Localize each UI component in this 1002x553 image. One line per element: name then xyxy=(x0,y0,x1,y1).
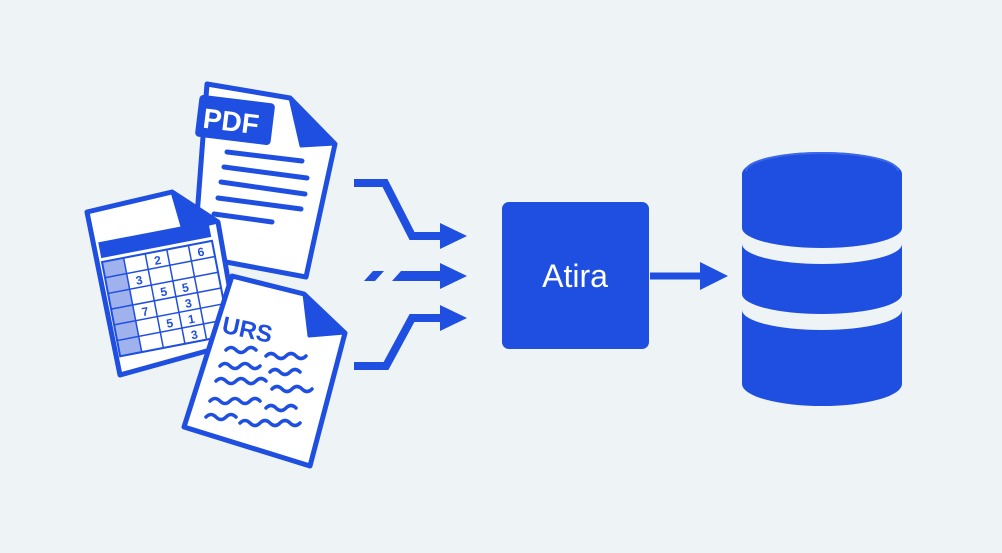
spreadsheet-document-icon: 2 6 3 5 5 7 3 5 1 3 xyxy=(84,189,242,378)
spreadsheet-cell: 7 xyxy=(141,304,151,319)
atira-hub-label: Atira xyxy=(542,258,608,294)
spreadsheet-header-row xyxy=(98,221,212,259)
pdf-document-icon: PDF xyxy=(191,81,338,280)
pdf-text-lines xyxy=(211,149,310,225)
spreadsheet-cell: 2 xyxy=(153,253,163,268)
arrow-from-spreadsheet xyxy=(364,263,467,289)
atira-hub-box: Atira xyxy=(502,202,649,349)
input-arrows xyxy=(354,179,467,370)
spreadsheet-cell: 1 xyxy=(187,312,197,327)
urs-document-icon: URS xyxy=(181,273,348,469)
arrow-from-urs xyxy=(354,305,467,370)
urs-handwriting-lines xyxy=(204,345,314,428)
database-top-segment xyxy=(742,152,902,248)
database-middle-segment xyxy=(742,244,902,314)
spreadsheet-cell: 3 xyxy=(190,327,200,342)
database-icon xyxy=(742,152,902,406)
pdf-label: PDF xyxy=(201,103,260,141)
arrow-from-pdf xyxy=(354,179,467,249)
spreadsheet-cell: 5 xyxy=(181,280,191,295)
pdf-label-badge xyxy=(195,94,275,146)
spreadsheet-cell: 6 xyxy=(196,245,206,260)
spreadsheet-cell: 5 xyxy=(159,284,169,299)
spreadsheet-cell: 5 xyxy=(165,316,175,331)
spreadsheet-cell: 3 xyxy=(135,273,145,288)
urs-document-fold xyxy=(302,292,347,338)
pdf-document-fold xyxy=(288,96,337,148)
spreadsheet-grid: 2 6 3 5 5 7 3 5 1 3 xyxy=(98,221,232,358)
database-bottom-segment xyxy=(742,310,902,406)
arrow-to-database xyxy=(650,262,728,290)
spreadsheet-cell: 3 xyxy=(184,296,194,311)
